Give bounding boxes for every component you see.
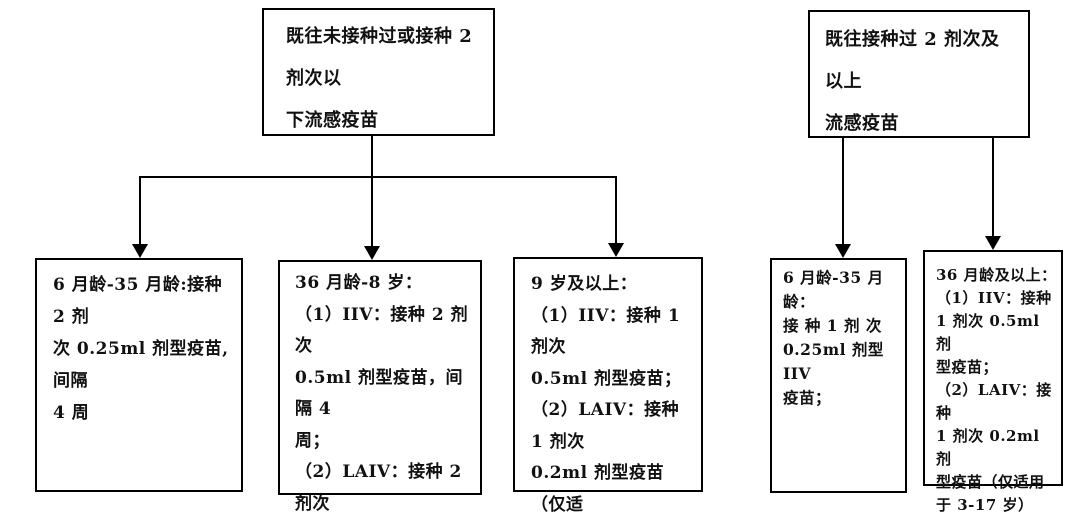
left-branch-text-9y-up: 9 岁及以上： （1）IIV：接种 1 剂次 0.5ml 剂型疫苗； （2）LA… (531, 274, 682, 515)
arrow-to-left-branch-3 (608, 176, 624, 257)
left-root-text: 既往未接种过或接种 2 剂次以 下流感疫苗 (286, 26, 473, 131)
arrow-to-right-branch-1 (835, 138, 851, 258)
left-branch-box-6-35-months: 6 月龄-35 月龄:接种 2 剂 次 0.25ml 剂型疫苗,间隔 4 周 (35, 258, 243, 492)
right-root-text: 既往接种过 2 剂次及以上 流感疫苗 (825, 29, 1000, 134)
left-branch-box-9y-up: 9 岁及以上： （1）IIV：接种 1 剂次 0.5ml 剂型疫苗； （2）LA… (513, 257, 703, 515)
left-root-box: 既往未接种过或接种 2 剂次以 下流感疫苗 (262, 8, 495, 136)
right-branch-box-6-35-months: 6 月龄-35 月龄： 接 种 1 剂 次 0.25ml 剂型 IIV 疫苗； (770, 258, 907, 493)
right-branch-box-36m-up: 36 月龄及以上： （1）IIV：接种 1 剂次 0.5ml 剂 型疫苗； （2… (923, 250, 1063, 514)
arrow-to-left-branch-1 (132, 176, 148, 258)
arrow-to-right-branch-2 (985, 138, 1001, 250)
left-branch-text-36m-8y: 36 月龄-8 岁： （1）IIV：接种 2 剂次 0.5ml 剂型疫苗，间隔 … (295, 273, 469, 514)
left-branch-box-36m-8y: 36 月龄-8 岁： （1）IIV：接种 2 剂次 0.5ml 剂型疫苗，间隔 … (278, 260, 482, 514)
left-branch-text-6-35-months: 6 月龄-35 月龄:接种 2 剂 次 0.25ml 剂型疫苗,间隔 4 周 (53, 275, 229, 423)
right-root-box: 既往接种过 2 剂次及以上 流感疫苗 (808, 10, 1030, 138)
right-branch-text-36m-up: 36 月龄及以上： （1）IIV：接种 1 剂次 0.5ml 剂 型疫苗； （2… (936, 266, 1057, 514)
arrow-to-left-branch-2 (364, 177, 380, 260)
right-branch-text-6-35-months: 6 月龄-35 月龄： 接 种 1 剂 次 0.25ml 剂型 IIV 疫苗； (783, 268, 884, 407)
